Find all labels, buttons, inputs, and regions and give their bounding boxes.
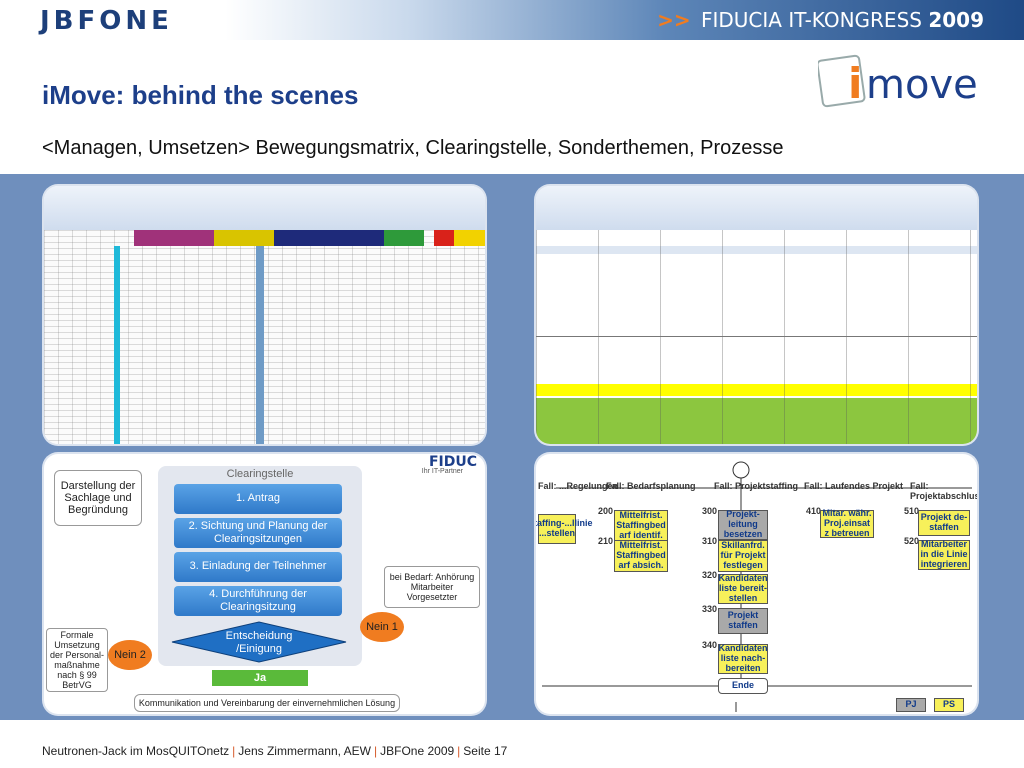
imove-text: move	[866, 62, 978, 108]
ja-box: Ja	[212, 670, 308, 686]
case-4: Fall: Projektabschluss	[910, 481, 977, 501]
header-band-purple	[134, 230, 214, 246]
step-2: 2. Sichtung und Planung der Clearingsitz…	[174, 518, 342, 548]
num-310: 310	[702, 536, 718, 546]
row-divider	[536, 336, 977, 337]
node-210: Mittelfrist. Staffingbed arf absich.	[614, 540, 668, 572]
conference-year: 2009	[928, 8, 984, 32]
page-title: iMove: behind the scenes	[42, 80, 359, 110]
imove-logo: i move	[818, 54, 978, 108]
case-0: Fall: ...Regelungen	[538, 481, 619, 491]
header-band-yellow	[214, 230, 274, 246]
green-row	[536, 398, 977, 444]
footer-sep1: |	[232, 744, 236, 758]
num-410: 410	[806, 506, 822, 516]
node-520: Mitarbeiter in die Linie integrieren	[918, 539, 970, 570]
bewegungsmatrix-screenshot	[44, 186, 485, 444]
num-520: 520	[904, 536, 920, 546]
num-330: 330	[702, 604, 718, 614]
node-340: Kandidaten liste nach-bereiten	[718, 643, 768, 674]
footer-sep3: |	[457, 744, 461, 758]
header-band	[0, 0, 1024, 40]
excel-ribbon-2	[536, 186, 977, 231]
step-4: 4. Durchführung der Clearingsitzung	[174, 586, 342, 616]
nein-2: Nein 2	[108, 640, 152, 670]
node-510: Projekt de-staffen	[918, 510, 970, 536]
conference-arrows: >>	[657, 8, 691, 32]
spreadsheet-grid	[44, 230, 485, 444]
page-subtitle: <Managen, Umsetzen> Bewegungsmatrix, Cle…	[42, 137, 784, 159]
nein-1: Nein 1	[360, 612, 404, 642]
node-310: Skillanfrd. für Projekt festlegen	[718, 540, 768, 572]
legend-pj: PJ	[896, 698, 926, 712]
right-note-box: bei Bedarf: Anhörung Mitarbeiter Vorgese…	[384, 566, 480, 608]
case-3: Fall: Laufendes Projekt	[804, 481, 904, 491]
left-note2-box: Formale Umsetzung der Personal-maßnahme …	[46, 628, 108, 692]
blue-column	[256, 246, 264, 444]
case-2: Fall: Projektstaffing	[714, 481, 799, 491]
decision-label: Entscheidung /Einigung	[225, 630, 293, 656]
footer-part1: Neutronen-Jack im MosQUITOnetz	[42, 744, 230, 758]
footer: Neutronen-Jack im MosQUITOnetz|Jens Zimm…	[42, 744, 507, 758]
legend-ps: PS	[934, 698, 964, 712]
prozesse-diagram: Fall: ...Regelungen Fall: Bedarfsplanung…	[536, 454, 977, 714]
footer-sep2: |	[374, 744, 378, 758]
footer-part3: JBFOne 2009	[380, 744, 455, 758]
excel-ribbon	[44, 186, 485, 231]
num-300: 300	[702, 506, 718, 516]
node-300: Projekt-leitung besetzen	[718, 509, 768, 540]
left-node: ...staffing-...llinie ...stellen	[536, 514, 593, 544]
yellow-row	[536, 384, 977, 396]
end-node: Ende	[718, 678, 768, 694]
num-200: 200	[598, 506, 614, 516]
bottom-box: Kommunikation und Vereinbarung der einve…	[134, 694, 400, 712]
footer-part2: Jens Zimmermann, AEW	[238, 744, 371, 758]
decision-diamond	[171, 621, 347, 663]
num-210: 210	[598, 536, 614, 546]
step-3: 3. Einladung der Teilnehmer	[174, 552, 342, 582]
table-column-lines	[536, 230, 977, 444]
num-340: 340	[702, 640, 718, 650]
node-410: Mitar. währ. Proj.einsat z betreuen	[820, 508, 874, 538]
clearingstelle-header: Clearingstelle	[226, 468, 294, 480]
conference-title: >> FIDUCIA IT-KONGRESS 2009	[657, 8, 984, 32]
header-band-green	[384, 230, 424, 246]
clearingstelle-diagram: FIDUC Ihr IT-Partner Darstellung der Sac…	[44, 454, 485, 714]
step-1: 1. Antrag	[174, 484, 342, 514]
footer-part4: Seite 17	[463, 744, 508, 758]
header-band-navy	[274, 230, 384, 246]
cyan-column	[114, 246, 120, 444]
fiducia-logo-sub: Ihr IT-Partner	[421, 468, 463, 475]
conference-name: FIDUCIA IT-KONGRESS	[700, 8, 922, 32]
imove-i: i	[848, 59, 862, 108]
left-note-box: Darstellung der Sachlage und Begründung	[54, 470, 142, 526]
node-320: Kandidaten liste bereit-stellen	[718, 573, 768, 604]
fiducia-logo: FIDUC	[428, 454, 477, 470]
num-320: 320	[702, 570, 718, 580]
sonderthemen-screenshot	[536, 186, 977, 444]
num-510: 510	[904, 506, 920, 516]
case-1: Fall: Bedarfsplanung	[606, 481, 696, 491]
header-band-red	[434, 230, 454, 246]
jbfone-logo: JBFONE	[40, 6, 173, 36]
node-200: Mittelfrist. Staffingbed arf identif.	[614, 510, 668, 542]
header-band-yellow2	[454, 230, 485, 246]
node-330: Projekt staffen	[718, 608, 768, 634]
table-header-row	[536, 246, 977, 254]
